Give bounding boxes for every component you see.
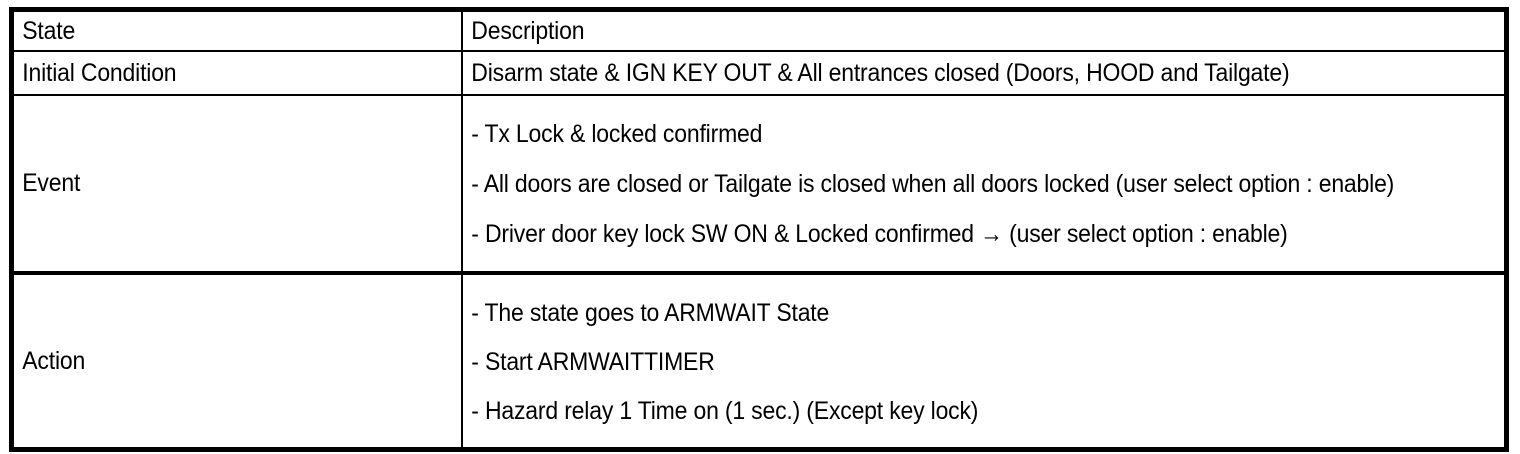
description-line: - All doors are closed or Tailgate is cl… (470, 169, 1394, 198)
state-label-action: Action (22, 346, 86, 375)
description-cell-initial-condition: Disarm state & IGN KEY OUT & All entranc… (461, 49, 1507, 95)
header-cell-state: State (11, 9, 463, 51)
table-header-row: State Description (11, 9, 1507, 51)
header-label-description: Description (470, 16, 584, 45)
table-row: Initial Condition Disarm state & IGN KEY… (11, 49, 1507, 95)
description-line: - The state goes to ARMWAIT State (470, 298, 829, 327)
header-cell-description: Description (462, 10, 1507, 51)
description-line: - Hazard relay 1 Time on (1 sec.) (Excep… (470, 396, 978, 425)
header-label-state: State (22, 16, 76, 45)
description-cell-event: - Tx Lock & locked confirmed - All doors… (461, 93, 1507, 273)
description-line: - Start ARMWAITTIMER (470, 347, 715, 376)
description-line: - Tx Lock & locked confirmed (470, 120, 762, 149)
description-line: Disarm state & IGN KEY OUT & All entranc… (470, 58, 1289, 87)
state-cell-action: Action (11, 270, 463, 450)
state-cell-initial-condition: Initial Condition (11, 49, 463, 95)
state-label-event: Event (22, 169, 81, 197)
table-row: Action - The state goes to ARMWAIT State… (11, 270, 1507, 450)
description-cell-action: - The state goes to ARMWAIT State - Star… (461, 270, 1507, 450)
table-row: Event - Tx Lock & locked confirmed - All… (11, 93, 1507, 273)
description-line-list: - Tx Lock & locked confirmed - All doors… (463, 96, 1505, 271)
state-cell-event: Event (11, 93, 463, 273)
description-line-list: - The state goes to ARMWAIT State - Star… (463, 275, 1505, 448)
description-line: - Driver door key lock SW ON & Locked co… (470, 219, 1288, 248)
state-description-table: State Description Initial Condition Disa… (9, 7, 1509, 452)
state-label-initial-condition: Initial Condition (22, 58, 177, 87)
